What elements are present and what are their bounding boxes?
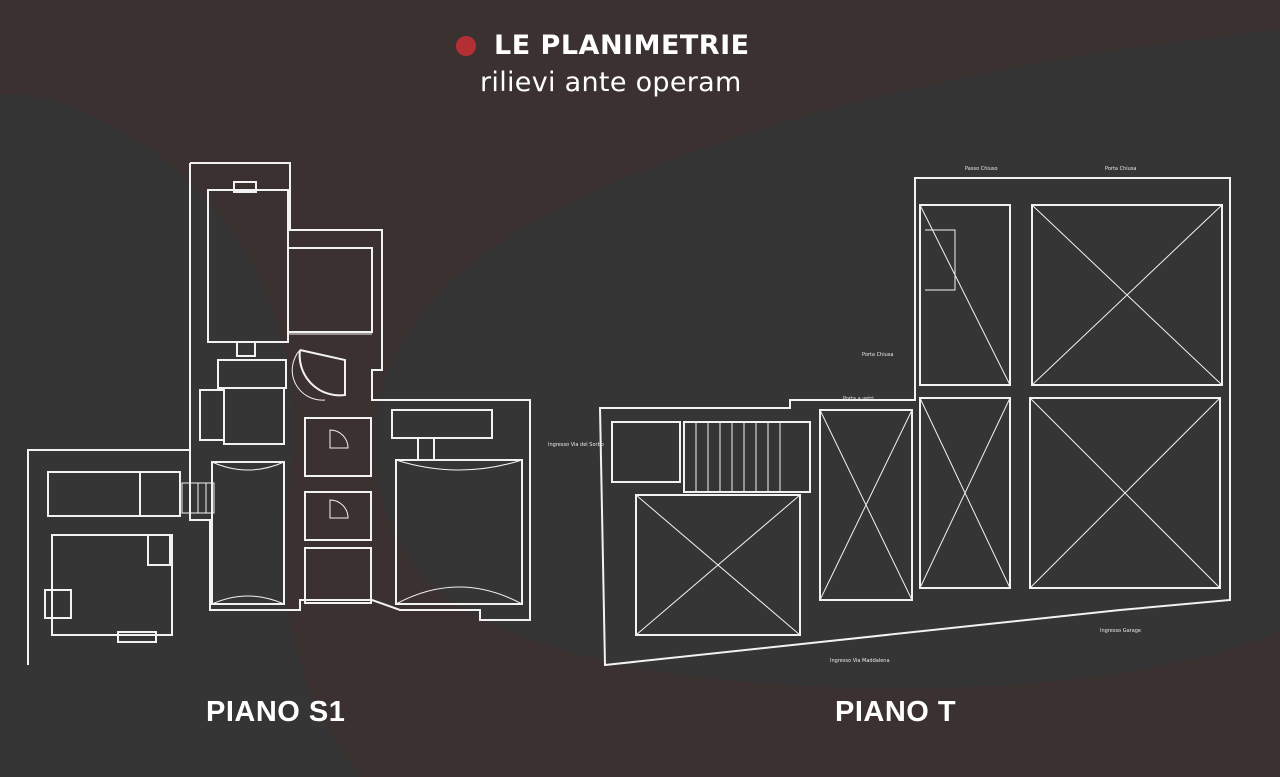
plan-s1-outline (27, 162, 531, 665)
page-title: LE PLANIMETRIE (494, 30, 750, 61)
annotation-ingresso-via-main: Ingresso Via Maddalena (830, 658, 890, 664)
plan-t-annotations: Passo Chiuso Porta Chiusa Porta Chiusa P… (548, 166, 1141, 664)
plan-t-rooms (611, 204, 1223, 636)
annotation-passo-chiuso: Passo Chiuso (965, 166, 998, 172)
title-block: LE PLANIMETRIE rilievi ante operam (456, 30, 750, 98)
plan-label-t: PIANO T (835, 696, 957, 728)
plan-s1-rooms (44, 181, 523, 643)
title-row: LE PLANIMETRIE (456, 30, 750, 61)
bullet-dot-icon (456, 35, 476, 56)
plan-label-s1: PIANO S1 (206, 696, 346, 728)
page-subtitle: rilievi ante operam (480, 67, 742, 98)
plan-t-outline (598, 177, 1231, 667)
annotation-ingresso-garage: Ingresso Garage (1100, 628, 1141, 634)
annotation-porta-chiusa-top: Porta Chiusa (1105, 166, 1136, 172)
annotation-ingresso-via: Ingresso Via del Sorbo (548, 442, 604, 448)
annotation-porta-a-vetri: Porta a vetri (843, 396, 874, 402)
annotation-porta-chiusa-mid: Porta Chiusa (862, 352, 893, 358)
